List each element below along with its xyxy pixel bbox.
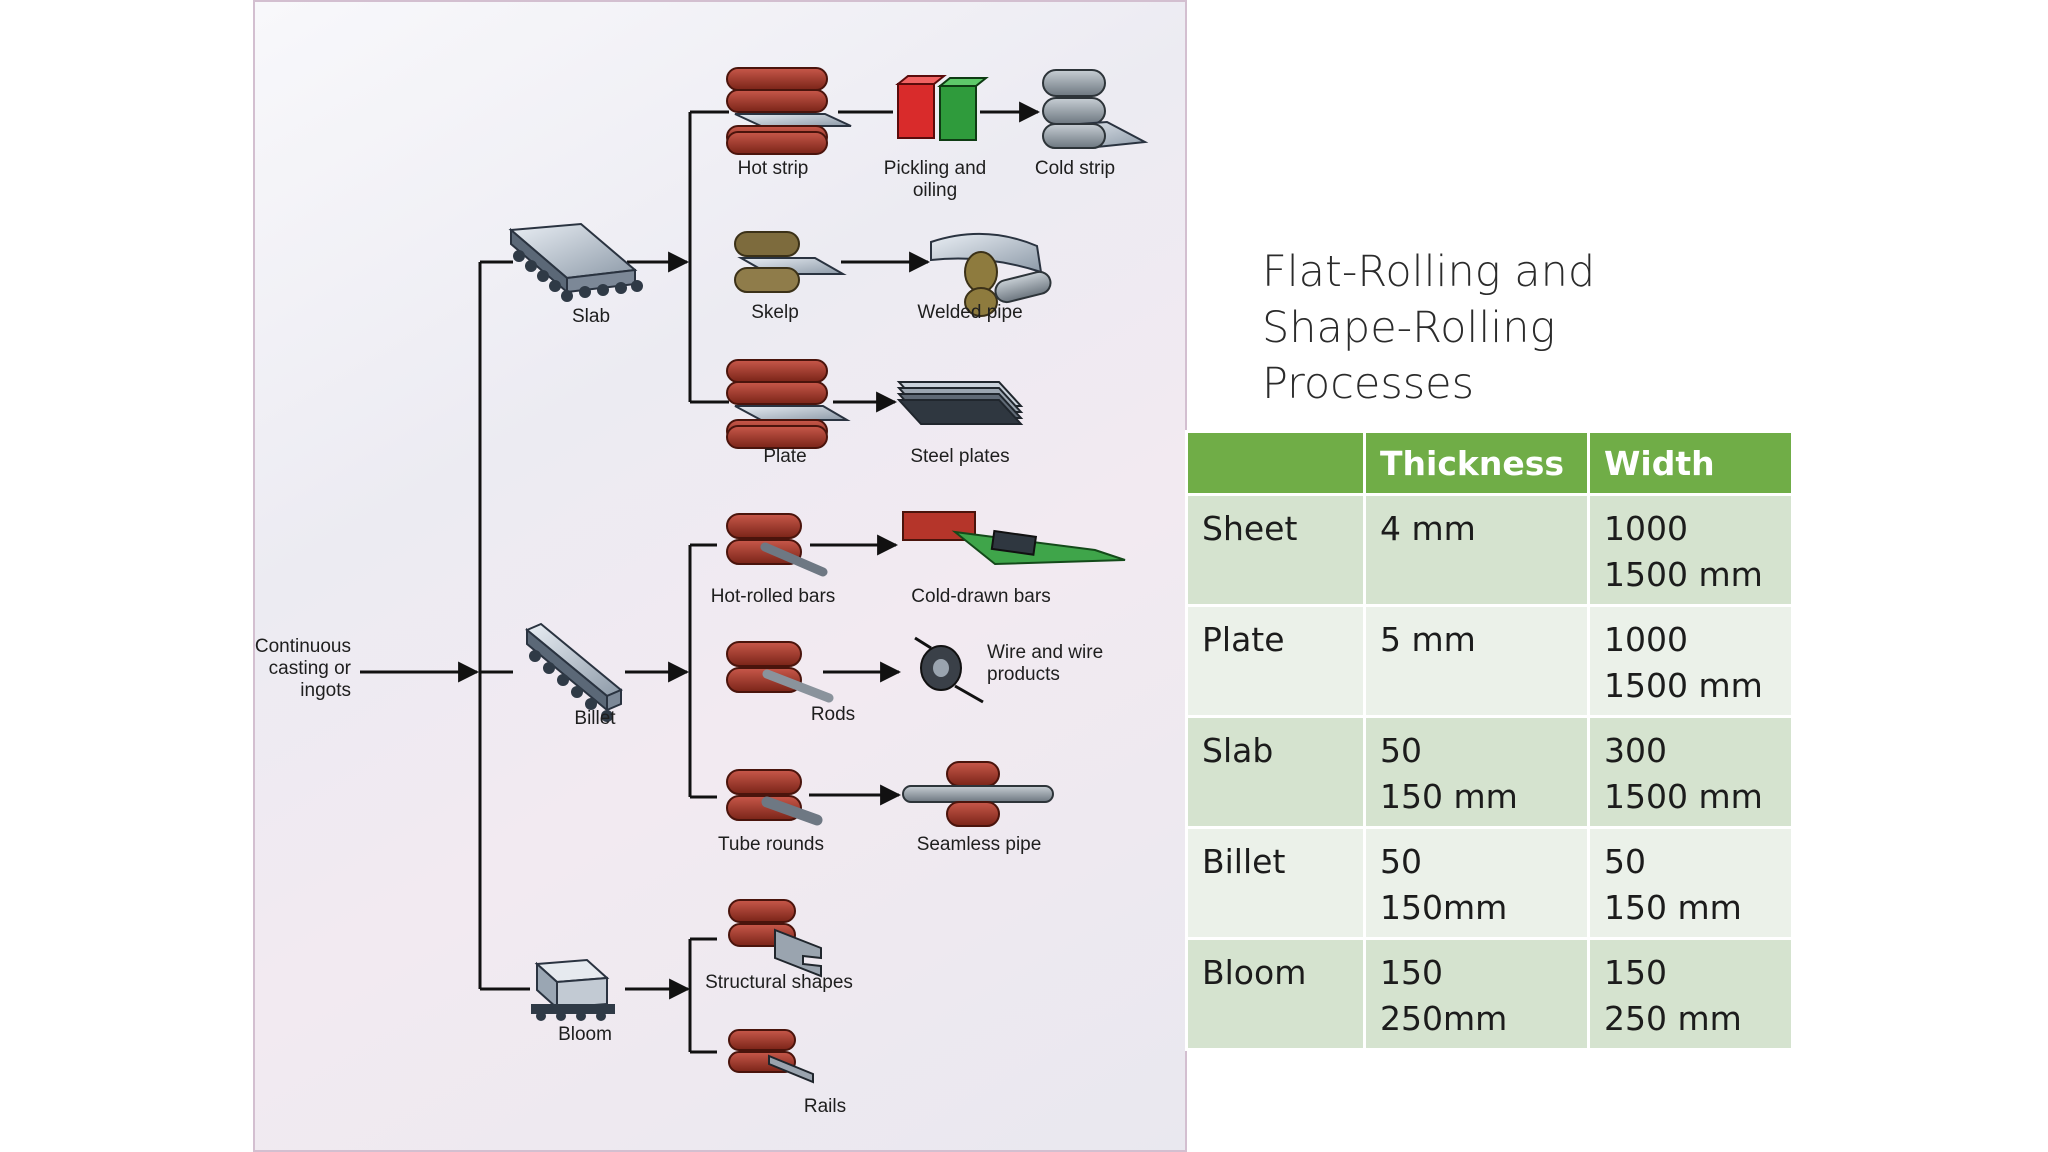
flow-chart-svg: Continuous casting or ingots Slab Billet… <box>255 67 1149 1117</box>
skelp-mill-icon <box>734 231 847 293</box>
slab-icon <box>508 222 643 302</box>
label-rods: Rods <box>811 704 855 725</box>
cell-line: 150 <box>1604 953 1667 992</box>
cell-line: 1000 <box>1604 620 1688 659</box>
label-cold-strip: Cold strip <box>1035 158 1115 179</box>
label-cold-drawn-bars: Cold-drawn bars <box>911 586 1050 607</box>
slide-title: Flat-Rolling and Shape-Rolling Processes <box>1262 244 1782 412</box>
tube-rounds-mill-icon <box>726 769 823 826</box>
steel-plates-stack-icon <box>896 381 1024 425</box>
cell-line: 50 <box>1380 842 1422 881</box>
table-cell-type: Bloom <box>1185 937 1366 1051</box>
label-steel-plates: Steel plates <box>910 446 1009 467</box>
label-source-line3: ingots <box>300 680 351 701</box>
label-source-line1: Continuous <box>255 636 351 657</box>
label-tube-rounds: Tube rounds <box>718 834 824 855</box>
slide-title-line1: Flat-Rolling and <box>1262 247 1596 297</box>
table-cell-type: Plate <box>1185 604 1366 718</box>
label-wire-line2: products <box>987 664 1060 685</box>
connector-lines <box>360 101 1041 1054</box>
label-bloom: Bloom <box>558 1024 612 1045</box>
label-structural-shapes: Structural shapes <box>705 972 853 993</box>
table-cell-width: 50 150 mm <box>1587 826 1794 940</box>
cell-line: 1500 mm <box>1604 777 1763 816</box>
cold-drawn-bars-icon <box>902 511 1126 566</box>
label-billet: Billet <box>574 708 616 729</box>
cold-strip-mill-icon <box>1042 69 1149 150</box>
structural-shapes-mill-icon <box>728 899 822 978</box>
label-rails: Rails <box>804 1096 846 1117</box>
wire-coil-icon <box>914 636 984 704</box>
cell-line: 250 mm <box>1604 999 1742 1038</box>
table-cell-width: 150 250 mm <box>1587 937 1794 1051</box>
table-cell-thickness: 50 150 mm <box>1363 715 1590 829</box>
plate-mill-icon <box>726 359 851 449</box>
slide-title-line2: Shape-Rolling <box>1262 303 1556 353</box>
cell-line: 1500 mm <box>1604 666 1763 705</box>
hot-rolled-bars-mill-icon <box>726 513 828 577</box>
dimensions-table: Thickness Width Sheet 4 mm 1000 1500 mm … <box>1185 430 1794 1051</box>
label-skelp: Skelp <box>751 302 799 323</box>
table-cell-width: 300 1500 mm <box>1587 715 1794 829</box>
cell-line: 50 <box>1380 731 1422 770</box>
table-header-cell: Width <box>1587 430 1794 496</box>
cell-line: 150 mm <box>1380 777 1518 816</box>
table-cell-type: Billet <box>1185 826 1366 940</box>
table-row: Bloom 150 250mm 150 250 mm <box>1185 937 1794 1051</box>
cell-line: 150 mm <box>1604 888 1742 927</box>
label-slab: Slab <box>572 306 610 327</box>
label-pickling-line2: oiling <box>913 180 957 201</box>
label-source-line2: casting or <box>269 658 352 679</box>
hot-strip-mill-icon <box>726 67 852 155</box>
label-wire-line1: Wire and wire <box>987 642 1103 663</box>
table-header-row: Thickness Width <box>1185 430 1794 496</box>
table-row: Plate 5 mm 1000 1500 mm <box>1185 604 1794 718</box>
cell-line: 150mm <box>1380 888 1508 927</box>
table-cell-thickness: 150 250mm <box>1363 937 1590 1051</box>
table-header-cell <box>1185 430 1366 496</box>
table-cell-width: 1000 1500 mm <box>1587 493 1794 607</box>
label-seamless-pipe: Seamless pipe <box>917 834 1042 855</box>
rail-mill-icon <box>728 1029 814 1084</box>
cell-line: 50 <box>1604 842 1646 881</box>
label-pickling-line1: Pickling and <box>884 158 986 179</box>
label-hot-rolled-bars: Hot-rolled bars <box>711 586 836 607</box>
table-cell-thickness: 4 mm <box>1363 493 1590 607</box>
table-cell-type: Sheet <box>1185 493 1366 607</box>
seamless-pipe-icon <box>902 761 1054 827</box>
label-plate: Plate <box>763 446 806 467</box>
billet-icon <box>525 622 623 722</box>
slide-title-line3: Processes <box>1262 359 1474 409</box>
table-cell-thickness: 5 mm <box>1363 604 1590 718</box>
label-hot-strip: Hot strip <box>738 158 809 179</box>
process-flow-diagram: Continuous casting or ingots Slab Billet… <box>253 0 1187 1152</box>
table-cell-width: 1000 1500 mm <box>1587 604 1794 718</box>
table-header-cell: Thickness <box>1363 430 1590 496</box>
cell-line: 150 <box>1380 953 1443 992</box>
table-cell-thickness: 50 150mm <box>1363 826 1590 940</box>
table-cell-type: Slab <box>1185 715 1366 829</box>
cell-line: 250mm <box>1380 999 1508 1038</box>
cell-line: 300 <box>1604 731 1667 770</box>
label-welded-pipe: Welded pipe <box>917 302 1022 323</box>
table-row: Billet 50 150mm 50 150 mm <box>1185 826 1794 940</box>
welded-pipe-icon <box>930 232 1052 317</box>
table-row: Sheet 4 mm 1000 1500 mm <box>1185 493 1794 607</box>
bloom-icon <box>531 958 615 1021</box>
table-row: Slab 50 150 mm 300 1500 mm <box>1185 715 1794 829</box>
rod-mill-icon <box>726 641 834 703</box>
pickling-tanks-icon <box>895 75 989 141</box>
